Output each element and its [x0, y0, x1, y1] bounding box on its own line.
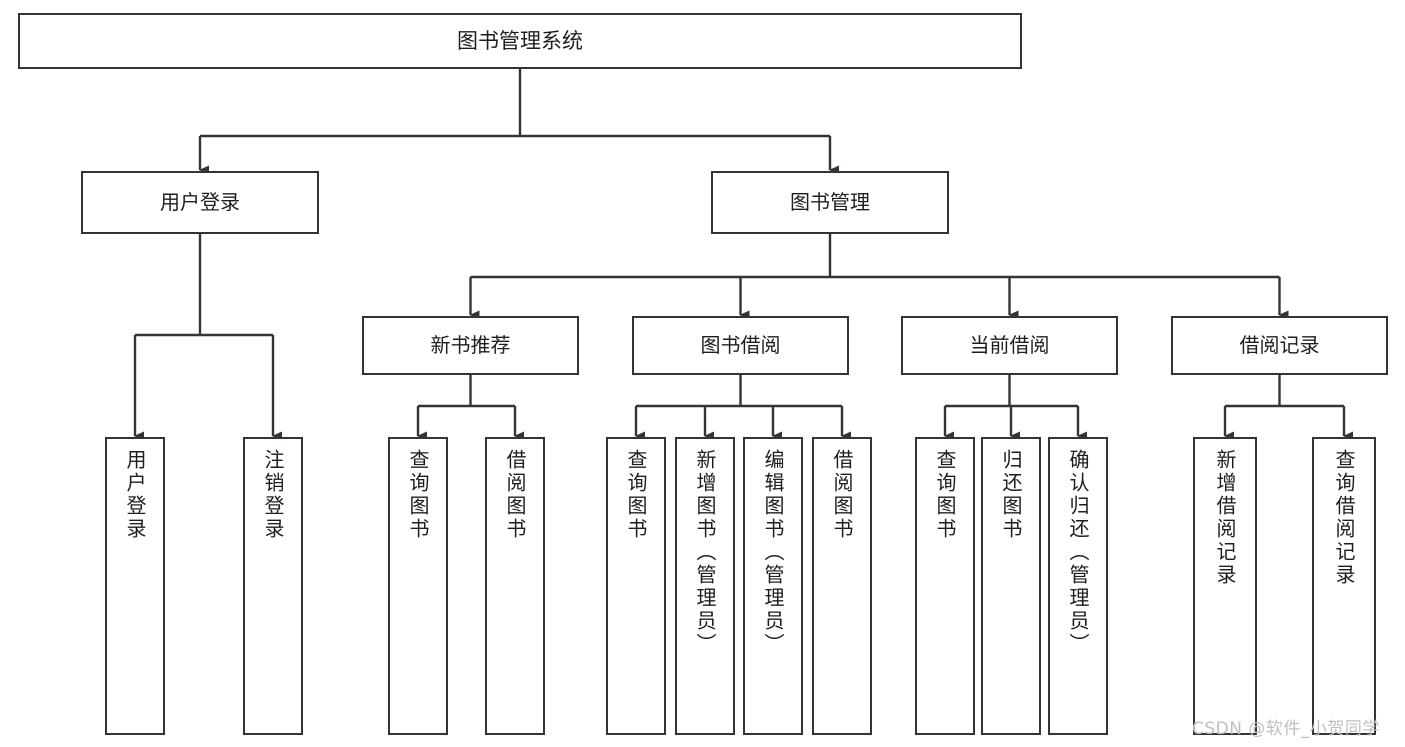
node-leaf-cur-query[interactable]: 查询图书	[915, 437, 975, 735]
node-label: 图书借阅	[700, 332, 781, 357]
node-label: 查询借阅记录	[1332, 449, 1356, 587]
node-label: 查询图书	[406, 449, 430, 541]
node-leaf-borrow-add[interactable]: 新增图书（管理员）	[675, 437, 735, 735]
edge-group	[133, 69, 1353, 441]
node-label: 新增图书（管理员）	[693, 449, 717, 656]
node-leaf-rec-query2[interactable]: 查询借阅记录	[1312, 437, 1376, 735]
node-label: 注销登录	[261, 449, 285, 541]
node-label: 图书管理系统	[457, 28, 583, 53]
node-label: 借阅记录	[1239, 332, 1320, 357]
node-label: 编辑图书（管理员）	[761, 449, 785, 656]
node-leaf-borrow-lend[interactable]: 借阅图书	[812, 437, 872, 735]
node-current-borrow[interactable]: 当前借阅	[901, 316, 1118, 375]
node-new-book-rec[interactable]: 新书推荐	[362, 316, 579, 375]
node-user-login[interactable]: 用户登录	[81, 171, 319, 234]
node-borrow-record[interactable]: 借阅记录	[1171, 316, 1388, 375]
node-label: 用户登录	[123, 449, 147, 541]
node-label: 查询图书	[933, 449, 957, 541]
node-leaf-borrow-edit[interactable]: 编辑图书（管理员）	[743, 437, 803, 735]
node-leaf-logout[interactable]: 注销登录	[243, 437, 303, 735]
node-label: 确认归还（管理员）	[1066, 449, 1090, 656]
node-label: 当前借阅	[969, 332, 1050, 357]
node-leaf-rec-add[interactable]: 新增借阅记录	[1193, 437, 1257, 735]
node-leaf-borrow-query[interactable]: 查询图书	[606, 437, 666, 735]
node-label: 借阅图书	[503, 449, 527, 541]
node-label: 用户登录	[160, 189, 240, 214]
node-label: 新增借阅记录	[1213, 449, 1237, 587]
node-root[interactable]: 图书管理系统	[18, 13, 1022, 69]
node-label: 归还图书	[999, 449, 1023, 541]
node-book-borrow[interactable]: 图书借阅	[632, 316, 849, 375]
node-leaf-rec-borrow[interactable]: 借阅图书	[485, 437, 545, 735]
node-leaf-user-login[interactable]: 用户登录	[105, 437, 165, 735]
node-leaf-rec-query[interactable]: 查询图书	[388, 437, 448, 735]
node-label: 借阅图书	[830, 449, 854, 541]
node-leaf-cur-confirm[interactable]: 确认归还（管理员）	[1048, 437, 1108, 735]
node-label: 图书管理	[790, 189, 870, 214]
node-leaf-cur-return[interactable]: 归还图书	[981, 437, 1041, 735]
node-label: 新书推荐	[430, 332, 511, 357]
node-label: 查询图书	[624, 449, 648, 541]
node-book-manage[interactable]: 图书管理	[711, 171, 949, 234]
